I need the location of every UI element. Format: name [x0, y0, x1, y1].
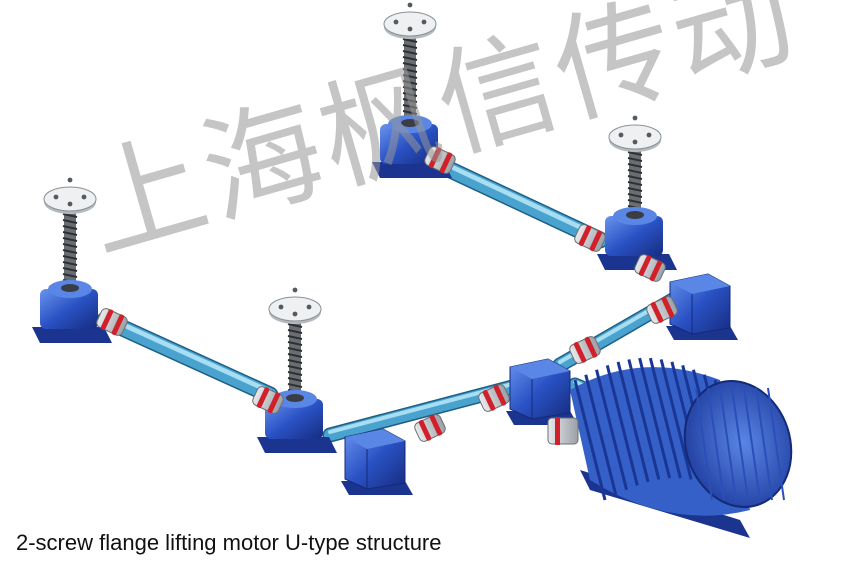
fan-grille-bar: [767, 387, 785, 501]
jack-housing: [597, 207, 677, 270]
cooling-fin: [616, 361, 650, 483]
fan-grille-bar: [719, 387, 737, 501]
shaft-coupling: [424, 146, 456, 174]
screw-jack: [257, 287, 337, 453]
cooling-fin: [573, 379, 607, 501]
fan-grille-bar: [743, 387, 761, 501]
shaft-coupling: [574, 224, 606, 252]
fan-grille-bar: [731, 387, 749, 501]
shaft-coupling: [646, 296, 678, 324]
cooling-fin: [595, 369, 628, 491]
cooling-fin: [627, 359, 661, 480]
shaft-coupling: [96, 308, 128, 336]
shaft-coupling: [634, 254, 666, 282]
drive-shaft: [96, 311, 279, 404]
gearbox: [341, 428, 413, 495]
fan-grille-bar: [695, 387, 713, 501]
shaft-coupling: [252, 386, 284, 414]
cooling-fin: [659, 359, 693, 480]
jack-housing: [257, 390, 337, 453]
cooling-fin: [584, 374, 618, 496]
drive-shaft: [431, 156, 609, 249]
top-flange: [268, 287, 322, 324]
jack-housing: [32, 280, 112, 343]
screw-jack: [597, 115, 677, 270]
drive-units: [32, 2, 793, 538]
screw-jack: [372, 2, 452, 178]
fan-grille-bar: [755, 387, 773, 501]
shaft-coupling: [569, 336, 601, 364]
shaft-coupling: [414, 414, 446, 442]
jack-housing: [372, 115, 452, 178]
figure-caption: 2-screw flange lifting motor U-type stru…: [16, 530, 442, 555]
electric-motor: [547, 357, 793, 538]
top-flange: [43, 177, 97, 214]
screw-jack: [32, 177, 112, 343]
gearbox: [666, 273, 738, 340]
shaft-coupling: [478, 384, 510, 412]
cooling-fin: [648, 357, 682, 479]
top-flange: [383, 2, 437, 39]
fan-grille-bar: [707, 387, 725, 501]
cooling-fin: [605, 365, 639, 486]
cooling-fin: [638, 357, 672, 479]
motor-shaft-coupling: [547, 417, 579, 445]
top-flange: [608, 115, 662, 152]
